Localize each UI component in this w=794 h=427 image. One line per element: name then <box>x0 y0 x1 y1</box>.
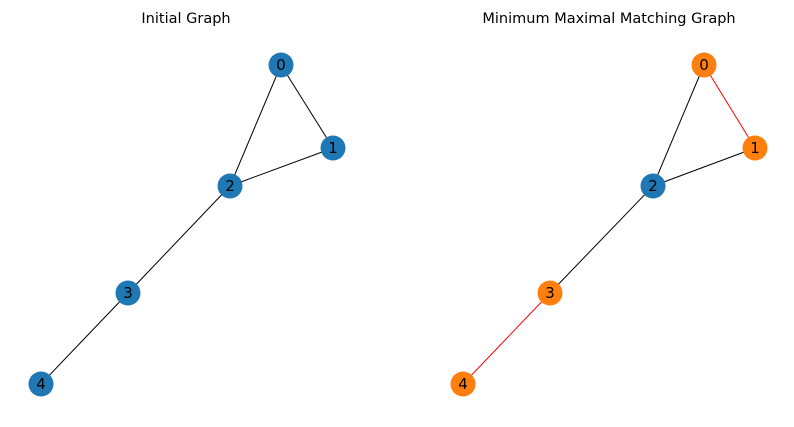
node-0 <box>268 52 294 78</box>
node-layer: 0 1 2 3 4 <box>450 52 768 397</box>
node-3 <box>115 280 141 306</box>
edge-3-4-matched <box>462 292 551 385</box>
panel-title-initial: Initial Graph <box>141 11 230 27</box>
edge-1-2 <box>652 147 756 187</box>
node-2 <box>217 173 243 199</box>
edge-0-1 <box>280 64 334 149</box>
panel-title-matching: Minimum Maximal Matching Graph <box>482 11 735 27</box>
panel-initial-graph: Initial Graph 0 1 2 3 4 <box>28 11 346 397</box>
node-1-matched <box>742 135 768 161</box>
edge-0-2 <box>652 64 705 187</box>
node-label-4: 4 <box>36 375 46 393</box>
node-layer: 0 1 2 3 4 <box>28 52 346 397</box>
node-label-0: 0 <box>276 56 286 74</box>
node-3-matched <box>537 280 563 306</box>
node-1 <box>320 135 346 161</box>
edge-0-1-matched <box>703 64 756 149</box>
panel-matching-graph: Minimum Maximal Matching Graph 0 1 2 3 4 <box>450 11 768 397</box>
edge-0-2 <box>229 64 282 187</box>
node-0-matched <box>691 52 717 78</box>
edge-2-3 <box>549 185 654 294</box>
node-label-3: 3 <box>545 284 555 302</box>
edge-layer <box>40 64 334 385</box>
node-label-4: 4 <box>458 375 468 393</box>
node-label-1: 1 <box>328 139 338 157</box>
node-label-2: 2 <box>225 177 235 195</box>
node-4 <box>28 371 54 397</box>
node-label-1: 1 <box>750 139 760 157</box>
node-2 <box>640 173 666 199</box>
node-label-2: 2 <box>648 177 658 195</box>
edge-3-4 <box>40 292 129 385</box>
edge-2-3 <box>127 185 231 294</box>
edge-1-2 <box>229 147 334 187</box>
node-label-3: 3 <box>123 284 133 302</box>
edge-layer <box>462 64 756 385</box>
node-4-matched <box>450 371 476 397</box>
node-label-0: 0 <box>699 56 709 74</box>
